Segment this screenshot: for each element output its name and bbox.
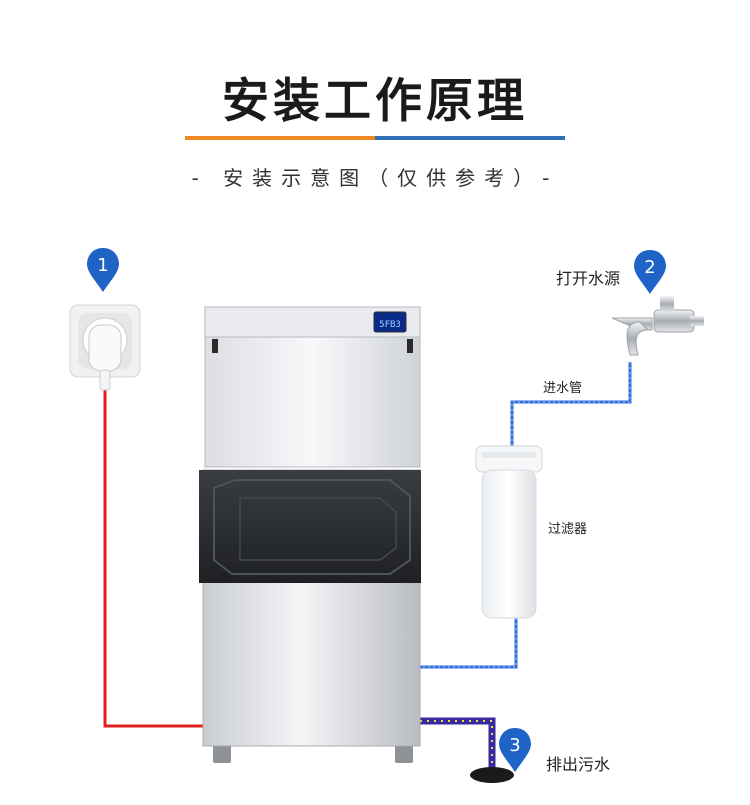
filter-to-machine-pipe: [420, 618, 516, 667]
display-readout: 5FB3: [379, 320, 401, 330]
water-filter: [476, 446, 542, 618]
marker-1-number: 1: [97, 255, 108, 276]
ice-bin-door: [199, 470, 421, 583]
ice-machine: [199, 307, 421, 763]
drain-pipe: [420, 721, 492, 768]
label-drain-wastewater: 排出污水: [546, 751, 610, 775]
marker-3-number: 3: [509, 735, 520, 756]
power-socket: [70, 305, 140, 390]
water-faucet: [612, 296, 704, 355]
label-filter: 过滤器: [548, 518, 587, 537]
marker-2-number: 2: [644, 257, 655, 278]
power-cable: [105, 388, 208, 726]
floor-drain: [470, 767, 514, 783]
inlet-water-pipe: [512, 362, 630, 446]
label-open-water-source: 打开水源: [556, 265, 620, 289]
label-inlet-pipe: 进水管: [543, 377, 582, 396]
